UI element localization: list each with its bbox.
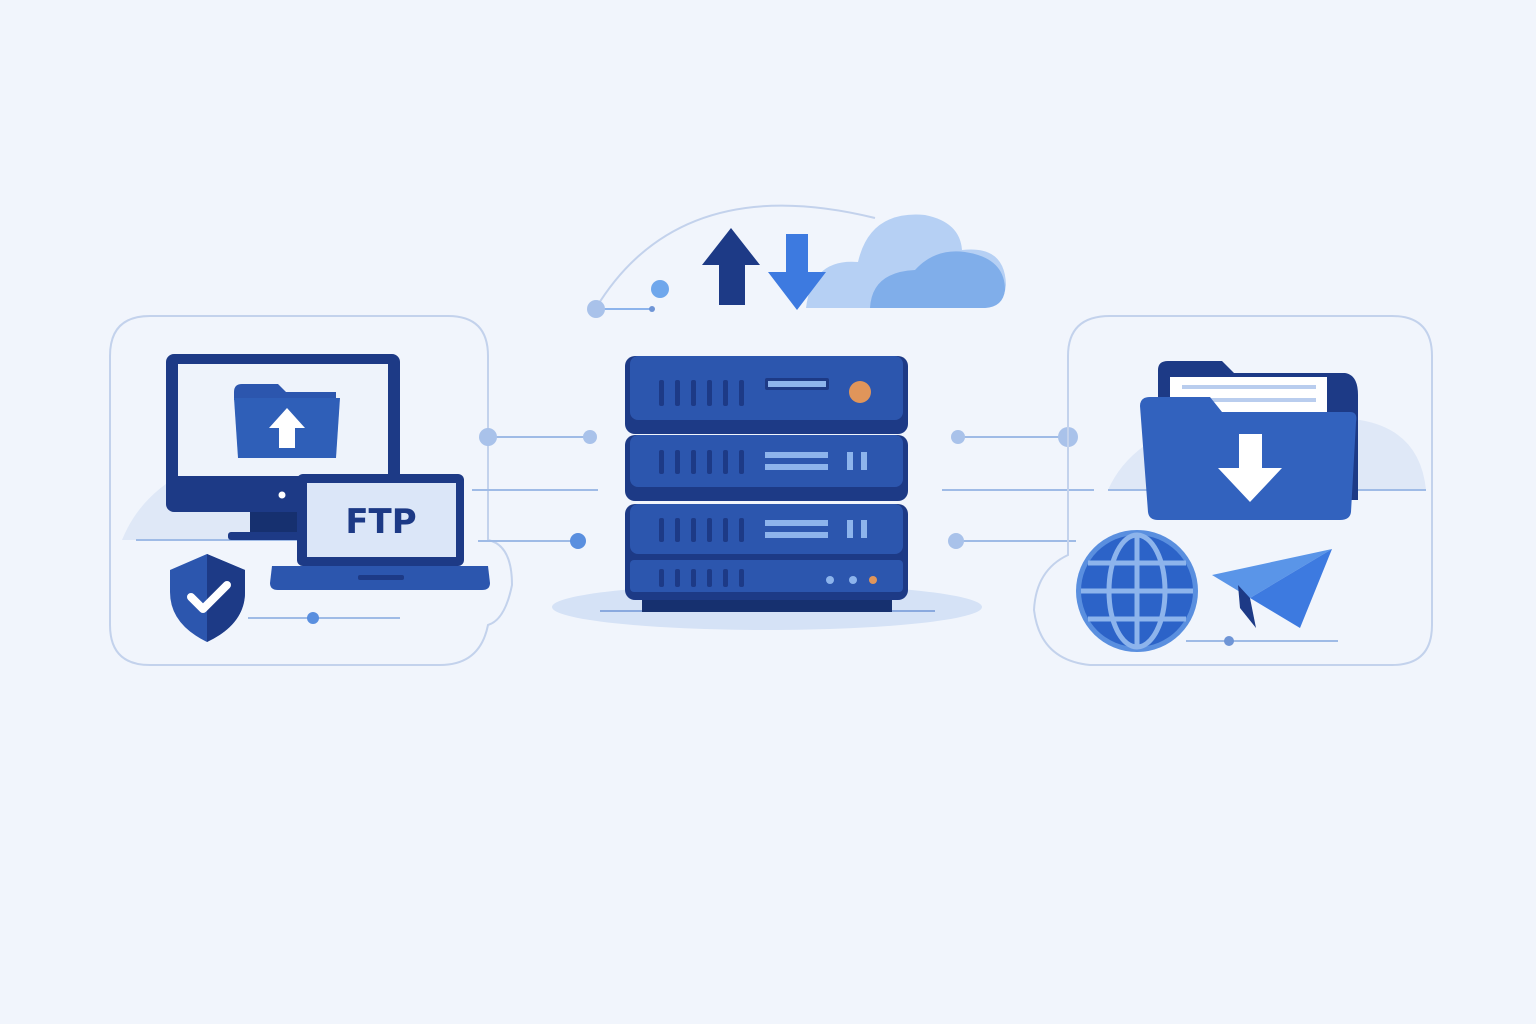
ftp-label: FTP: [345, 502, 416, 542]
server-rack-icon: [625, 356, 908, 612]
connection-arc: [595, 204, 876, 309]
server-unit: [625, 356, 908, 434]
connector-dot: [307, 612, 319, 624]
cloud-icon: [806, 214, 1006, 308]
connector-dot: [587, 300, 605, 318]
laptop-icon: FTP: [270, 474, 490, 590]
server-vents: [659, 380, 744, 587]
server-unit: [625, 504, 908, 600]
status-light: [849, 381, 871, 403]
right-connectors: [942, 427, 1094, 549]
server-unit: [625, 435, 908, 501]
connector-dot: [1224, 636, 1234, 646]
download-arrow-icon: [768, 234, 826, 310]
paper-plane-icon: [1212, 549, 1332, 628]
connector-dot: [649, 306, 655, 312]
left-connectors: [472, 428, 598, 549]
connector-dot: [651, 280, 669, 298]
upload-arrow-icon: [702, 228, 760, 305]
folder-download-icon: [1140, 361, 1358, 520]
shield-check-icon: [170, 554, 245, 642]
globe-icon: [1076, 530, 1198, 652]
folder-upload-icon: [234, 384, 340, 458]
